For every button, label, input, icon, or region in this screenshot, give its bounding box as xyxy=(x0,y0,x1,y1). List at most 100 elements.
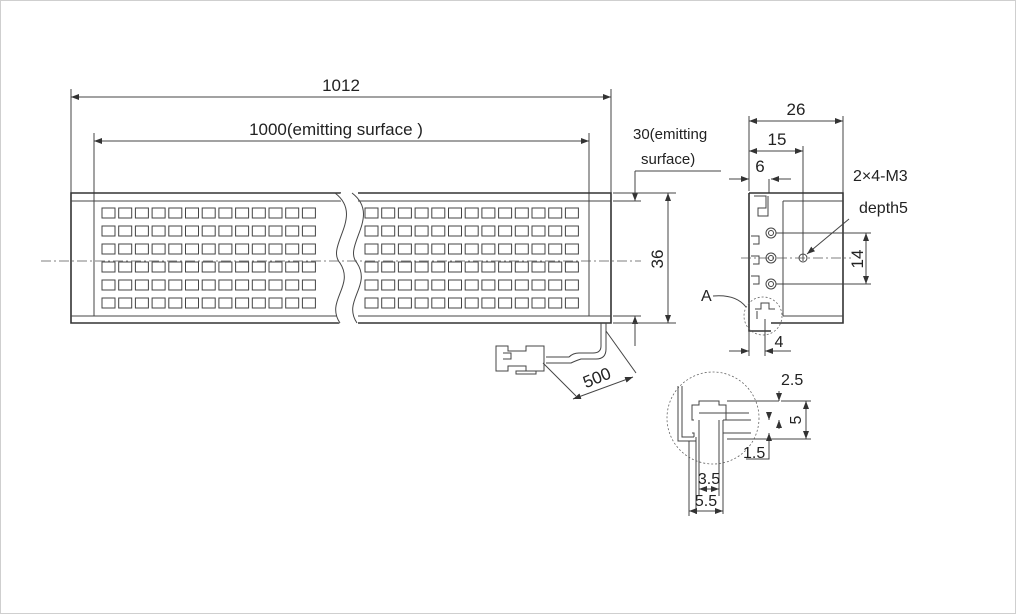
led-cell xyxy=(464,279,479,291)
led-cell xyxy=(364,225,379,237)
led-cell xyxy=(235,225,250,237)
detail-a-marker xyxy=(743,296,783,336)
led-cell xyxy=(498,261,513,273)
led-cell xyxy=(285,279,300,291)
detail-dim-top: 2.5 xyxy=(781,372,803,389)
led-cell xyxy=(101,279,116,291)
led-cell xyxy=(218,297,233,309)
led-cell xyxy=(151,297,166,309)
light-body xyxy=(70,188,612,327)
led-cell xyxy=(364,207,379,219)
led-cell xyxy=(448,225,462,237)
led-cell xyxy=(448,261,462,273)
led-cell xyxy=(514,297,529,309)
led-cell xyxy=(548,207,563,219)
led-cell xyxy=(514,243,529,255)
led-cell xyxy=(168,297,183,309)
led-cell xyxy=(301,243,316,255)
led-cell xyxy=(235,207,250,219)
led-grid xyxy=(101,207,579,309)
led-cell xyxy=(514,225,529,237)
led-cell xyxy=(481,243,496,255)
led-cell xyxy=(301,297,316,309)
led-cell xyxy=(134,279,149,291)
led-cell xyxy=(514,261,529,273)
led-cell xyxy=(251,243,266,255)
led-cell xyxy=(364,279,379,291)
led-cell xyxy=(498,297,513,309)
led-cell xyxy=(134,225,149,237)
led-cell xyxy=(118,297,133,309)
led-cell xyxy=(481,225,496,237)
led-cell xyxy=(564,243,579,255)
led-cell xyxy=(531,297,546,309)
led-cell xyxy=(381,207,396,219)
emitting-length-label: 1000(emitting surface ) xyxy=(249,120,423,139)
led-cell xyxy=(168,279,183,291)
led-cell xyxy=(431,297,446,309)
side-view: 26 15 6 14 2×4-M3 depth5 A 4 xyxy=(701,100,908,356)
led-cell xyxy=(548,297,563,309)
led-cell xyxy=(118,261,133,273)
detail-a-label: A xyxy=(701,288,712,305)
led-cell xyxy=(414,261,429,273)
overall-length-label: 1012 xyxy=(322,76,360,95)
led-cell xyxy=(364,243,379,255)
led-cell xyxy=(531,207,546,219)
led-cell xyxy=(185,225,199,237)
led-cell xyxy=(118,225,133,237)
led-cell xyxy=(185,243,199,255)
led-cell xyxy=(134,297,149,309)
led-cell xyxy=(185,297,199,309)
led-cell xyxy=(218,243,233,255)
led-cell xyxy=(448,207,462,219)
led-cell xyxy=(381,279,396,291)
led-cell xyxy=(564,225,579,237)
led-cell xyxy=(235,243,250,255)
hole-spec-line2: depth5 xyxy=(859,200,908,217)
led-cell xyxy=(101,225,116,237)
depth-label: 26 xyxy=(787,100,806,119)
led-cell xyxy=(514,207,529,219)
emitting-width-label-line1: 30(emitting xyxy=(633,126,707,143)
led-cell xyxy=(201,207,216,219)
detail-dim-inner: 3.5 xyxy=(698,471,720,488)
led-cell xyxy=(548,225,563,237)
led-cell xyxy=(431,225,446,237)
led-cell xyxy=(564,261,579,273)
led-cell xyxy=(251,297,266,309)
led-cell xyxy=(431,207,446,219)
led-cell xyxy=(235,279,250,291)
led-cell xyxy=(464,225,479,237)
led-cell xyxy=(498,225,513,237)
led-cell xyxy=(548,261,563,273)
detail-dim-height: 5 xyxy=(788,415,805,424)
led-cell xyxy=(235,261,250,273)
led-cell xyxy=(364,297,379,309)
led-cell xyxy=(201,297,216,309)
led-cell xyxy=(564,279,579,291)
led-cell xyxy=(201,225,216,237)
detail-a-view: 2.5 5 1.5 3.5 5.5 xyxy=(666,371,811,516)
hole-spec-line1: 2×4-M3 xyxy=(853,168,908,185)
led-cell xyxy=(431,243,446,255)
cable-length-label: 500 xyxy=(580,364,613,392)
led-cell xyxy=(151,261,166,273)
led-cell xyxy=(134,243,149,255)
led-cell xyxy=(201,261,216,273)
led-cell xyxy=(168,243,183,255)
led-cell xyxy=(285,207,300,219)
led-cell xyxy=(168,261,183,273)
led-cell xyxy=(218,207,233,219)
led-cell xyxy=(268,279,283,291)
led-cell xyxy=(134,207,149,219)
led-cell xyxy=(481,207,496,219)
led-cell xyxy=(101,243,116,255)
led-cell xyxy=(101,261,116,273)
led-cell xyxy=(498,243,513,255)
led-cell xyxy=(414,279,429,291)
led-cell xyxy=(531,261,546,273)
led-cell xyxy=(185,261,199,273)
led-cell xyxy=(251,261,266,273)
led-cell xyxy=(285,297,300,309)
